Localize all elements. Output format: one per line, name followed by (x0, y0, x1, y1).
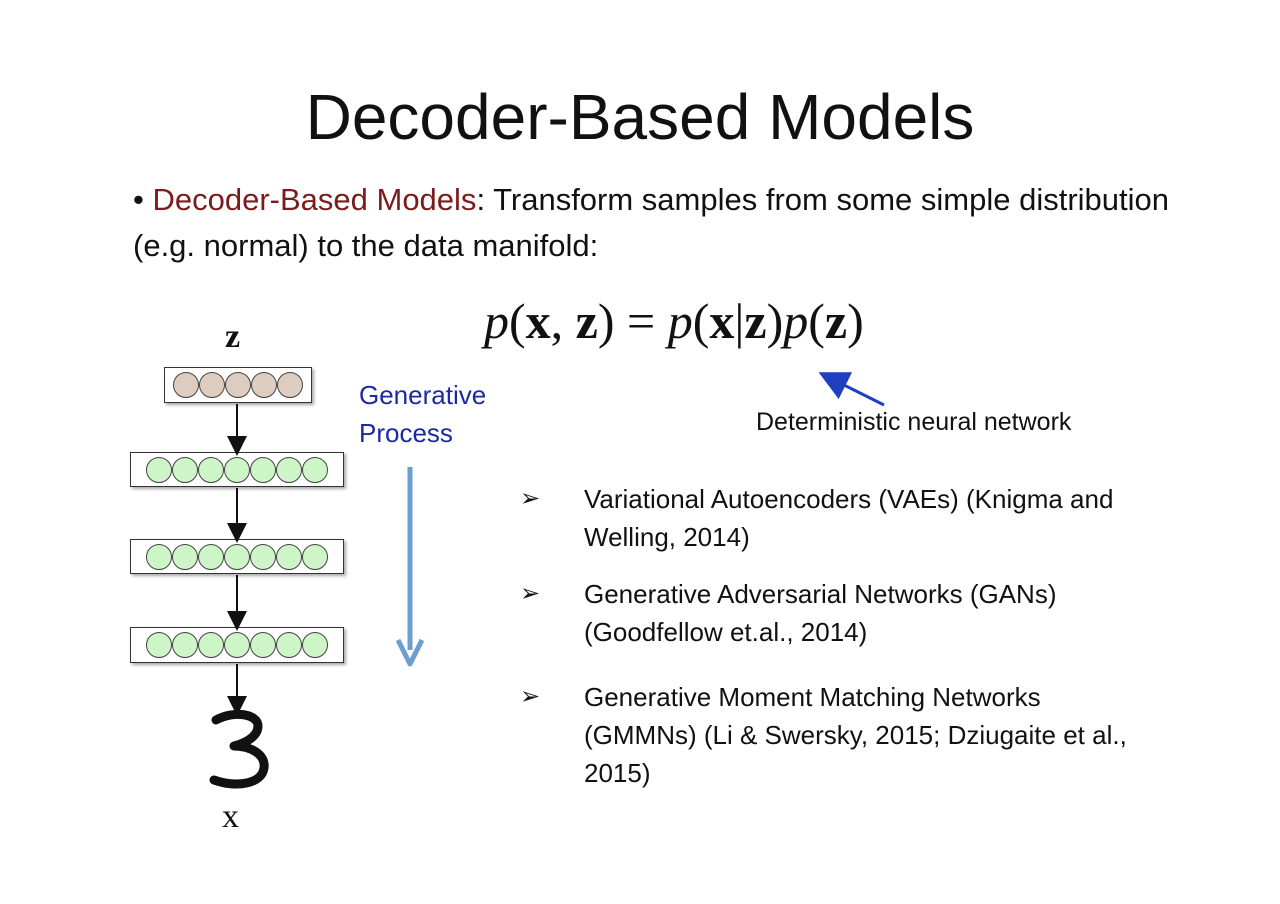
hidden-node (302, 632, 328, 658)
hidden-node (224, 543, 250, 570)
hidden-node (224, 456, 250, 483)
eq-paren: ( (509, 293, 526, 349)
arrow-bullet: ➢ (520, 580, 541, 607)
eq-bar: | (734, 293, 745, 349)
eq-paren: ) (597, 293, 615, 349)
intro-highlight: Decoder-Based Models (152, 182, 477, 217)
latent-node (277, 372, 303, 398)
bullet-dot: • (133, 182, 144, 217)
eq-p: p (667, 293, 693, 349)
bullet-gmmn: Generative Moment Matching Networks (GMM… (584, 682, 1127, 788)
arrow-bullet: ➢ (520, 683, 541, 710)
eq-x: x (525, 293, 551, 349)
hidden-node (172, 456, 198, 483)
hidden-node (302, 456, 328, 483)
eq-paren: ( (692, 293, 710, 349)
hidden-node (224, 632, 250, 658)
arrow-bullet: ➢ (520, 485, 541, 512)
latent-z-label: z (225, 318, 241, 355)
hidden-node (250, 632, 276, 658)
eq-z: z (575, 293, 598, 349)
hidden-node (146, 632, 172, 658)
hidden-node (198, 632, 224, 658)
slide-title: Decoder-Based Models (305, 81, 975, 153)
hidden-layer-1 (130, 452, 344, 487)
eq-x: x (709, 293, 735, 349)
deterministic-network-label: Deterministic neural network (756, 408, 1072, 436)
eq-paren: ) (766, 293, 784, 349)
hidden-node (198, 543, 224, 570)
hidden-node (250, 543, 276, 570)
bullet-vae: Variational Autoencoders (VAEs) (Knigma … (584, 484, 1114, 552)
hidden-node (276, 543, 302, 570)
eq-z: z (824, 293, 848, 349)
latent-node (173, 372, 199, 398)
eq-paren: ( (808, 293, 825, 349)
eq-equals: = (627, 293, 656, 349)
digit-three-image: 3 (206, 706, 276, 792)
hidden-layer-2 (130, 539, 344, 574)
latent-layer (164, 367, 312, 403)
hidden-layer-3 (130, 627, 344, 663)
hidden-node (172, 632, 198, 658)
generative-process-label: Generative Process (359, 376, 486, 452)
hidden-node (198, 456, 224, 483)
latent-node (251, 372, 277, 398)
intro-rest: : Transform samples from some simple dis… (133, 182, 1169, 263)
hidden-node (276, 456, 302, 483)
hidden-node (146, 543, 172, 570)
eq-comma: , (550, 293, 564, 349)
hidden-node (146, 456, 172, 483)
latent-node (199, 372, 225, 398)
process-label-line: Process (359, 418, 453, 448)
digit-three-drawing (209, 709, 269, 789)
data-x-label: x (222, 798, 239, 835)
latent-node (225, 372, 251, 398)
eq-p: p (783, 293, 809, 349)
bullet-gan: Generative Adversarial Networks (GANs) (… (584, 579, 1057, 647)
equation: p(x, z) = p(x|z)p(z) (484, 292, 864, 350)
intro-bullet: • Decoder-Based Models: Transform sample… (133, 177, 1173, 269)
eq-p: p (484, 293, 509, 349)
hidden-node (302, 543, 328, 570)
eq-z: z (744, 293, 767, 349)
hidden-node (276, 632, 302, 658)
process-arrow-head (395, 638, 425, 667)
hidden-node (250, 456, 276, 483)
eq-paren: ) (847, 293, 864, 349)
hidden-node (172, 543, 198, 570)
generative-label-line: Generative (359, 380, 487, 410)
pointer-arrow (818, 372, 885, 407)
